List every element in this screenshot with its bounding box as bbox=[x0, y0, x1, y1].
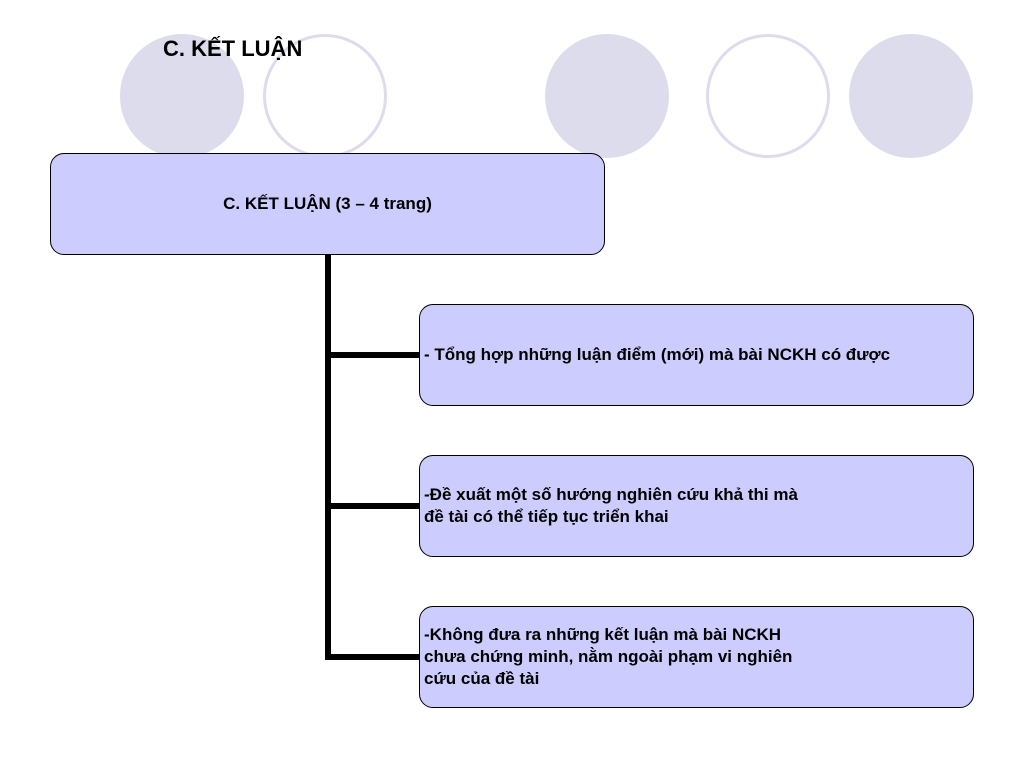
root-node-label: C. KẾT LUẬN (3 – 4 trang) bbox=[223, 193, 432, 213]
child-node-2: -Đề xuất một số hướng nghiên cứu khả thi… bbox=[419, 455, 974, 557]
root-node: C. KẾT LUẬN (3 – 4 trang) bbox=[50, 153, 605, 255]
decorative-circle-3 bbox=[545, 34, 669, 158]
connector-branch-3 bbox=[325, 654, 420, 660]
connector-trunk bbox=[325, 255, 331, 660]
decorative-circle-2 bbox=[263, 34, 387, 158]
connector-branch-2 bbox=[325, 503, 420, 509]
connector-branch-1 bbox=[325, 352, 420, 358]
child-node-1: - Tổng hợp những luận điểm (mới) mà bài … bbox=[419, 304, 974, 406]
decorative-circle-5 bbox=[849, 34, 973, 158]
slide-title: C. KẾT LUẬN bbox=[163, 36, 303, 61]
child-node-label: -Đề xuất một số hướng nghiên cứu khả thi… bbox=[424, 484, 798, 526]
child-node-label: - Tổng hợp những luận điểm (mới) mà bài … bbox=[424, 344, 891, 364]
child-node-3: -Không đưa ra những kết luận mà bài NCKH… bbox=[419, 606, 974, 708]
child-node-label: -Không đưa ra những kết luận mà bài NCKH… bbox=[424, 624, 793, 689]
decorative-circle-4 bbox=[706, 34, 830, 158]
decorative-circle-1 bbox=[120, 34, 244, 158]
